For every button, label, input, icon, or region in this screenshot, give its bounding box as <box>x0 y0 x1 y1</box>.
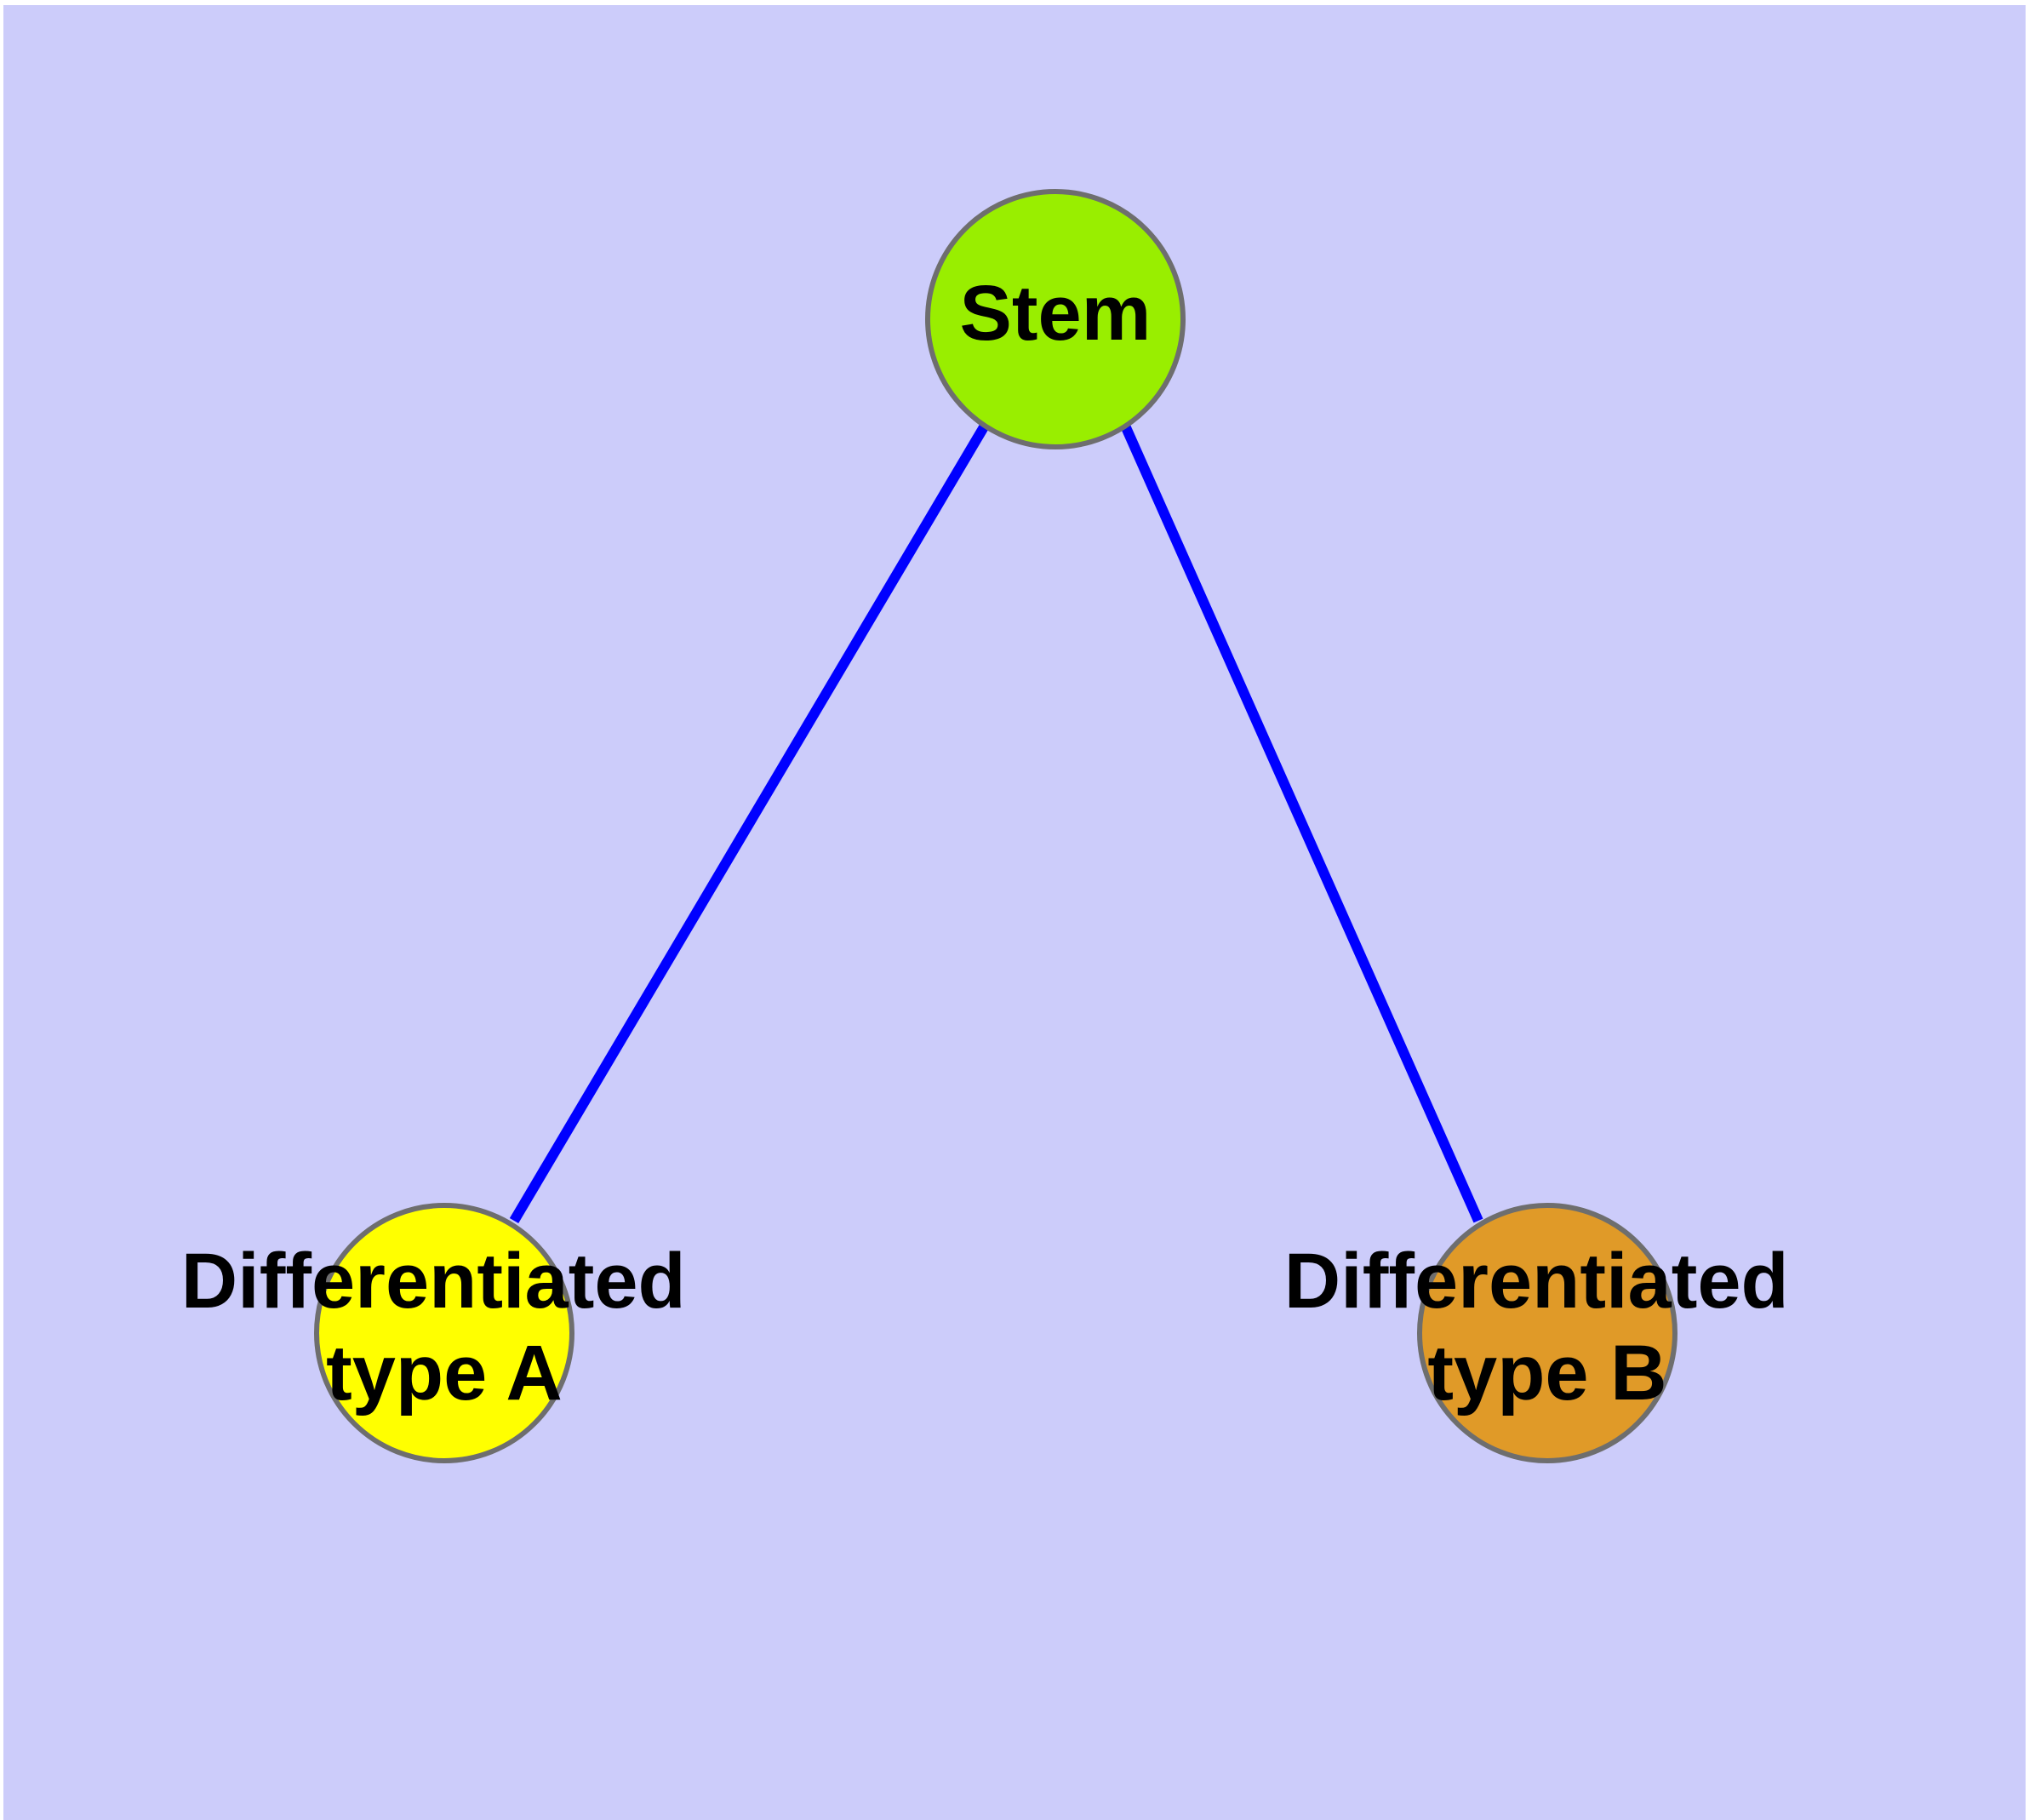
edge-stem-to-differentiated-a[interactable] <box>509 422 990 1224</box>
edge-stem-to-differentiated-b[interactable] <box>1120 423 1483 1223</box>
node-differentiated-type-b-circle[interactable] <box>1417 1203 1677 1463</box>
node-stem[interactable]: Stem <box>925 189 1186 449</box>
node-differentiated-type-b-label: Differentiated type B <box>1284 1238 1811 1417</box>
edges-layer <box>509 422 1483 1224</box>
node-differentiated-type-a-label-line-2: type A <box>326 1330 563 1417</box>
node-differentiated-type-a-label-line-1: Differentiated <box>181 1238 686 1325</box>
node-differentiated-type-b[interactable]: Differentiated type B <box>1284 1203 1811 1463</box>
node-stem-label: Stem <box>960 270 1152 357</box>
node-stem-label-line-1: Stem <box>960 270 1152 357</box>
node-differentiated-type-a-circle[interactable] <box>314 1203 574 1463</box>
node-stem-circle[interactable] <box>925 189 1186 449</box>
node-differentiated-type-b-label-line-1: Differentiated <box>1284 1238 1789 1325</box>
node-differentiated-type-a-label: Differentiated type A <box>181 1238 708 1417</box>
nodes-layer: Stem Differentiated type A Differentiate… <box>181 189 1811 1463</box>
node-differentiated-type-a[interactable]: Differentiated type A <box>181 1203 708 1463</box>
node-differentiated-type-b-label-line-2: type B <box>1427 1330 1666 1417</box>
